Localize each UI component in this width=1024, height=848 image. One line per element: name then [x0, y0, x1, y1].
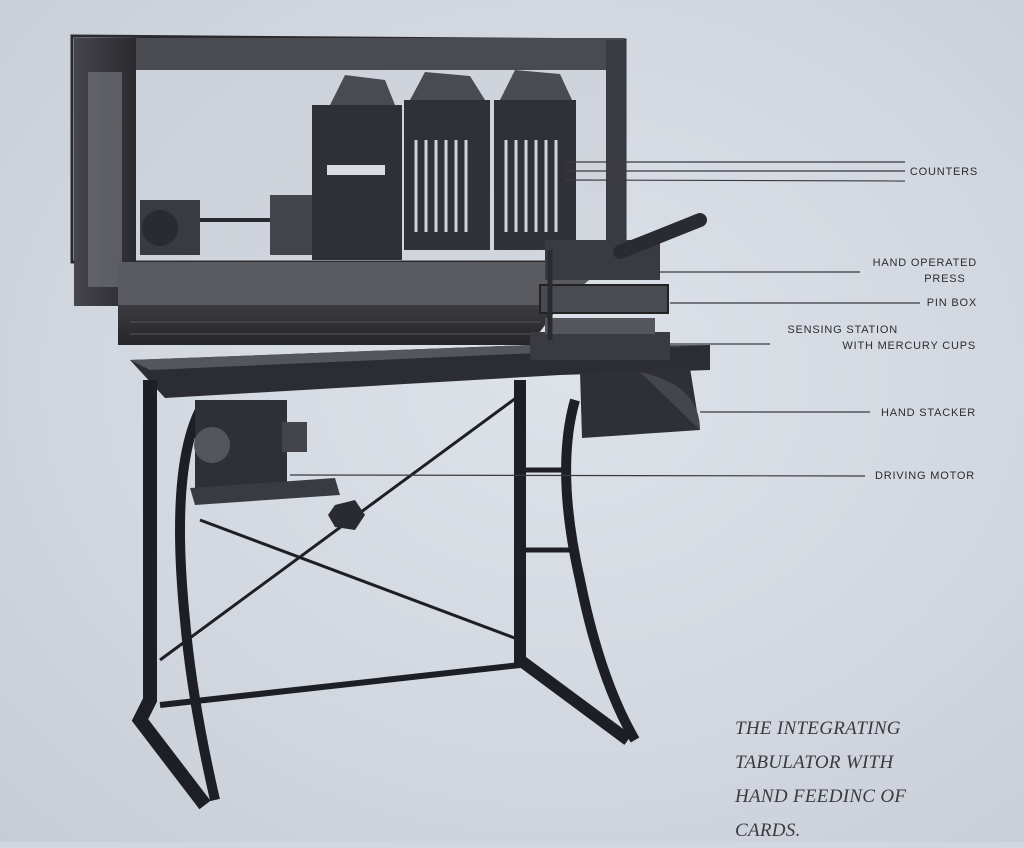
label-counters: COUNTERS — [909, 166, 978, 178]
caption-line1: THE INTEGRATING — [735, 718, 901, 739]
label-pin-box: PIN BOX — [926, 297, 977, 309]
label-hand-stacker: HAND STACKER — [881, 407, 976, 419]
label-sensing-line2: WITH MERCURY CUPS — [842, 340, 976, 352]
caption: THE INTEGRATING TABULATOR WITH HAND FEED… — [735, 712, 985, 848]
caption-line4: CARDS. — [735, 820, 801, 841]
cabinet-base — [118, 262, 610, 345]
caption-line2: TABULATOR WITH — [735, 752, 894, 773]
driving-motor-body — [190, 400, 340, 505]
caption-line3: HAND FEEDINC OF — [735, 786, 907, 807]
table-stand — [131, 380, 640, 810]
label-hand-press-line1: HAND OPERATED — [872, 257, 977, 269]
counters-unit — [312, 70, 576, 260]
label-sensing-station: SENSING STATION WITH MERCURY CUPS — [787, 322, 976, 354]
cross-brace-hub — [328, 500, 365, 530]
label-driving-motor: DRIVING MOTOR — [874, 470, 975, 482]
drive-shaft — [140, 195, 312, 255]
label-sensing-line1: SENSING STATION — [787, 324, 898, 336]
press-assembly — [530, 213, 707, 360]
label-hand-operated-press: HAND OPERATED PRESS — [873, 255, 977, 287]
leader-lines — [289, 161, 920, 477]
hand-stacker — [580, 368, 700, 438]
label-hand-press-line2: PRESS — [924, 273, 966, 285]
